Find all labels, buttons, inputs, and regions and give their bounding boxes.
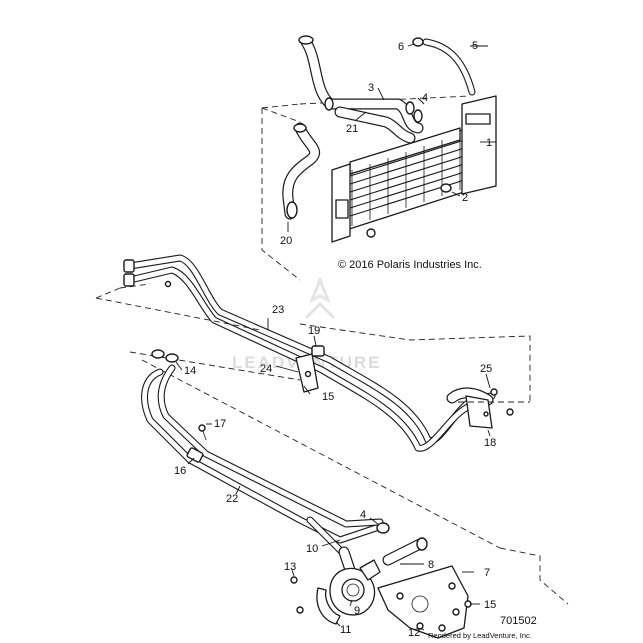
copyright-text: © 2016 Polaris Industries Inc. xyxy=(338,259,482,271)
callout-10: 10 xyxy=(306,543,318,555)
callout-22: 22 xyxy=(226,493,238,505)
grommet-2 xyxy=(440,183,452,193)
bolt-upper-left xyxy=(164,280,172,288)
radiator xyxy=(331,95,497,243)
callout-7: 7 xyxy=(484,567,490,579)
callout-21: 21 xyxy=(346,123,358,135)
rendered-by-text: Rendered by LeadVenture, Inc. xyxy=(428,631,532,640)
callout-4-upper: 4 xyxy=(422,92,428,104)
callout-16: 16 xyxy=(174,465,186,477)
callout-6: 6 xyxy=(398,41,404,53)
callout-5: 5 xyxy=(472,40,478,52)
callout-14: 14 xyxy=(184,365,196,377)
callout-2: 2 xyxy=(462,192,468,204)
clamp-4-lower xyxy=(376,522,390,534)
screw-near-18 xyxy=(506,408,514,416)
mount-plate-7 xyxy=(377,565,469,639)
fastener-25 xyxy=(490,388,498,396)
callouts: 5 6 3 4 21 1 2 20 23 19 24 15 25 18 14 1… xyxy=(174,40,496,639)
callout-11: 11 xyxy=(340,624,351,636)
leader-lines xyxy=(175,43,496,631)
callout-15-upper: 15 xyxy=(322,391,334,403)
tube-group-boundary xyxy=(95,283,569,605)
callout-17: 17 xyxy=(214,418,226,430)
callout-15-lower: 15 xyxy=(484,599,496,611)
callout-3: 3 xyxy=(368,82,374,94)
hose-8 xyxy=(382,537,428,566)
clip-6 xyxy=(412,37,424,47)
callout-23: 23 xyxy=(272,304,284,316)
fastener-lower-left xyxy=(296,606,304,614)
callout-20: 20 xyxy=(280,235,292,247)
coolant-tube-assembly-22 xyxy=(141,364,384,560)
clamp-19 xyxy=(311,345,325,357)
callout-19: 19 xyxy=(308,325,320,337)
water-pump-9 xyxy=(329,559,381,616)
overflow-hose-5 xyxy=(422,38,476,96)
lower-hose-20 xyxy=(282,122,321,220)
coolant-tube-assembly-23 xyxy=(123,254,496,452)
bracket-18 xyxy=(465,395,493,429)
upper-hose-3 xyxy=(298,35,424,144)
radiator-group-boundary xyxy=(261,95,471,281)
fastener-15-upper xyxy=(304,370,312,378)
callout-9: 9 xyxy=(354,605,360,617)
elbows-14 xyxy=(151,349,179,363)
hose-10 xyxy=(338,546,356,576)
screw-17 xyxy=(198,424,207,441)
callout-25: 25 xyxy=(480,363,492,375)
fastener-12 xyxy=(416,622,424,630)
callout-4-lower: 4 xyxy=(360,509,366,521)
callout-8: 8 xyxy=(428,559,434,571)
callout-12: 12 xyxy=(408,627,420,639)
callout-1: 1 xyxy=(486,137,492,149)
callout-18: 18 xyxy=(484,437,496,449)
diagram-number: 701502 xyxy=(500,615,537,627)
callout-24: 24 xyxy=(260,363,272,375)
fastener-13 xyxy=(290,576,298,584)
bracket-11 xyxy=(316,587,341,625)
callout-13: 13 xyxy=(284,561,296,573)
